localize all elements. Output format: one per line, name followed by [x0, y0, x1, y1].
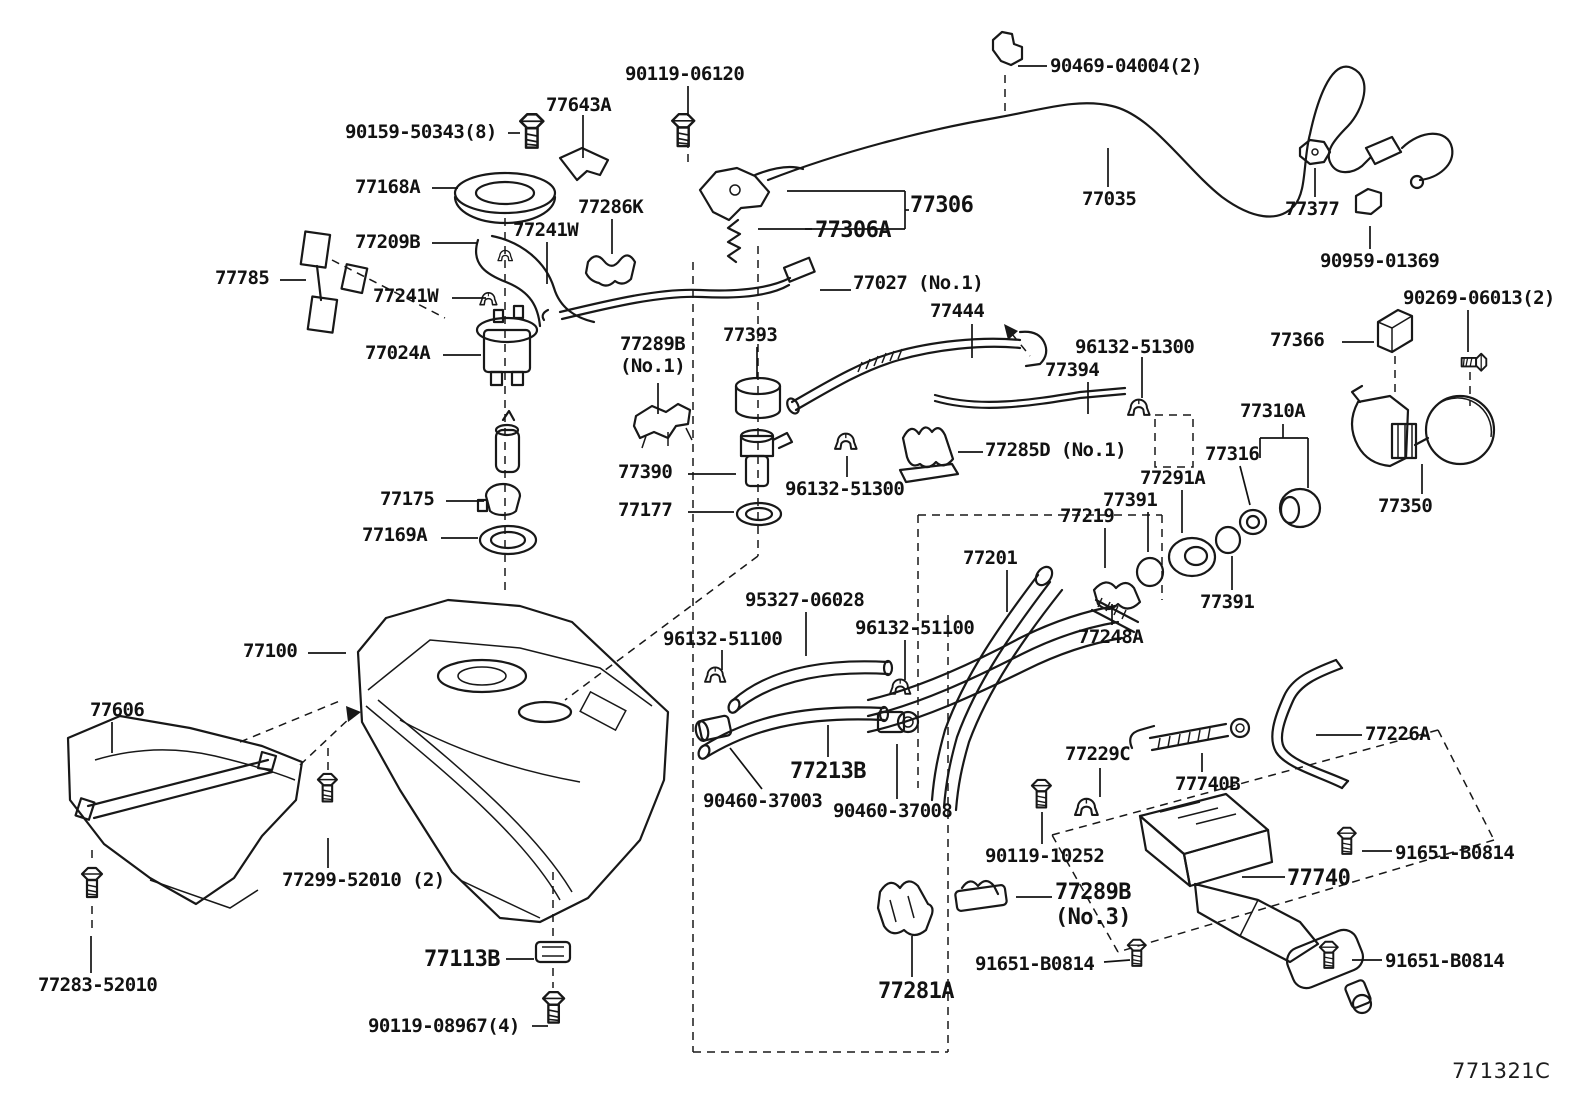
part-label-96132-51300-b: 96132-51300: [785, 478, 905, 500]
part-label-77281A: 77281A: [878, 979, 954, 1004]
fuel-sender-77785: [299, 230, 369, 334]
leader-line-91651-B0814-1: [1103, 959, 1131, 963]
part-label-77740: 77740: [1287, 866, 1351, 891]
connector-90460-37008: [876, 710, 920, 734]
part-label-77643A: 77643A: [546, 94, 612, 116]
part-label-77113B: 77113B: [424, 947, 500, 972]
cap-holder: [1350, 384, 1418, 468]
part-label-77310A: 77310A: [1240, 400, 1306, 422]
part-label-77283-52010: 77283-52010: [38, 974, 158, 996]
part-label-90159-50343-8: 90159-50343(8): [345, 121, 497, 143]
part-label-90959-01369: 90959-01369: [1320, 250, 1440, 272]
part-label-77175: 77175: [380, 488, 435, 510]
part-label-77291A: 77291A: [1140, 467, 1206, 489]
fuel-cap-77350: [1413, 394, 1496, 466]
part-label-77289B-No3: 77289B (No.3): [1055, 880, 1131, 931]
part-label-77241W-1: 77241W: [513, 219, 579, 241]
pipe-77226A: [1271, 658, 1350, 790]
part-label-91651-B0814-2: 91651-B0814: [1395, 842, 1515, 864]
part-label-96132-51100-b: 96132-51100: [855, 617, 975, 639]
filler-neck-parts: [1090, 487, 1322, 634]
part-label-77213B: 77213B: [790, 759, 866, 784]
part-label-77285D-No1: 77285D (No.1): [985, 439, 1127, 461]
part-label-77027-No1: 77027 (No.1): [853, 272, 984, 294]
part-label-96132-51100-a: 96132-51100: [663, 628, 783, 650]
part-label-77229C: 77229C: [1065, 743, 1131, 765]
part-label-77393: 77393: [723, 324, 778, 346]
part-label-90119-08967-4: 90119-08967(4): [368, 1015, 520, 1037]
part-label-77168A: 77168A: [355, 176, 421, 198]
part-label-77350: 77350: [1378, 495, 1433, 517]
part-label-77169A: 77169A: [362, 524, 428, 546]
canister-77740: [1138, 792, 1373, 1015]
part-label-77306: 77306: [910, 193, 974, 218]
part-label-77201: 77201: [963, 547, 1018, 569]
clamp-77281A: [876, 880, 934, 937]
part-label-77390: 77390: [618, 461, 673, 483]
part-label-91651-B0814-1: 91651-B0814: [975, 953, 1095, 975]
part-label-77035: 77035: [1082, 188, 1137, 210]
leader-line-77316: [1239, 465, 1251, 506]
lock-release-assembly: [698, 165, 805, 264]
fuel-pump-retainer-ring: [453, 171, 557, 225]
part-label-77377: 77377: [1285, 198, 1340, 220]
tank-protector-77606: [66, 714, 304, 909]
part-label-96132-51300-a: 96132-51300: [1075, 336, 1195, 358]
part-label-77391-2: 77391: [1200, 591, 1255, 613]
part-label-77785: 77785: [215, 267, 270, 289]
part-label-77740B: 77740B: [1175, 773, 1241, 795]
valve-stack: [734, 376, 794, 527]
part-label-77316: 77316: [1205, 443, 1260, 465]
part-label-77299-52010-2: 77299-52010 (2): [282, 869, 445, 891]
filler-pipe-77201: [930, 565, 1064, 812]
part-label-77241W-2: 77241W: [373, 285, 439, 307]
bracket-77643A: [558, 146, 610, 182]
diagram-code: 771321C: [1452, 1059, 1551, 1083]
part-label-77366: 77366: [1270, 329, 1325, 351]
part-label-77248A: 77248A: [1078, 626, 1144, 648]
fuel-tank-77100: [356, 598, 670, 924]
clamp-77113B: [534, 940, 572, 964]
part-label-90269-06013-2: 90269-06013(2): [1403, 287, 1555, 309]
part-label-77444: 77444: [930, 300, 985, 322]
pipe-77394: [933, 386, 1127, 409]
part-label-77209B: 77209B: [355, 231, 421, 253]
part-label-90460-37008: 90460-37008: [833, 800, 953, 822]
hose-77740B: [1129, 717, 1251, 752]
part-label-77606: 77606: [90, 699, 145, 721]
part-label-90460-37003: 90460-37003: [703, 790, 823, 812]
leader-line-90460-37003: [729, 747, 763, 790]
hose-77027: [541, 256, 816, 322]
clamp-77285D: [898, 426, 960, 484]
part-label-90119-06120: 90119-06120: [625, 63, 745, 85]
part-label-91651-B0814-3: 91651-B0814: [1385, 950, 1505, 972]
hose-95327: [727, 659, 894, 714]
part-label-77024A: 77024A: [365, 342, 431, 364]
clamp-77289B-no3: [954, 879, 1008, 912]
part-label-90119-10252: 90119-10252: [985, 845, 1105, 867]
part-label-77306A: 77306A: [815, 218, 891, 243]
clamp-77286K: [584, 254, 637, 287]
part-label-77177: 77177: [618, 499, 673, 521]
part-label-77391-1: 77391: [1103, 489, 1158, 511]
hose-77444: [786, 330, 1048, 415]
clamp-77377: [1298, 138, 1332, 166]
clip-90469: [991, 30, 1024, 67]
part-label-77394: 77394: [1045, 359, 1100, 381]
part-label-95327-06028: 95327-06028: [745, 589, 865, 611]
part-label-77219: 77219: [1060, 505, 1115, 527]
connector-90460-37003: [694, 714, 733, 742]
cap-retainer-77366: [1376, 308, 1414, 354]
part-label-77226A: 77226A: [1365, 723, 1431, 745]
construction-lines: [91, 75, 1495, 1053]
part-label-77289B-No1: 77289B (No.1): [620, 333, 686, 377]
release-cable-77035: [766, 65, 1372, 218]
part-label-77286K: 77286K: [578, 196, 644, 218]
fuel-pump-assembly: [475, 304, 539, 556]
part-label-90469-04004-2: 90469-04004(2): [1050, 55, 1202, 77]
clip-90959: [1354, 187, 1383, 216]
part-label-77100: 77100: [243, 640, 298, 662]
bracket-77289B-no1: [632, 402, 692, 440]
